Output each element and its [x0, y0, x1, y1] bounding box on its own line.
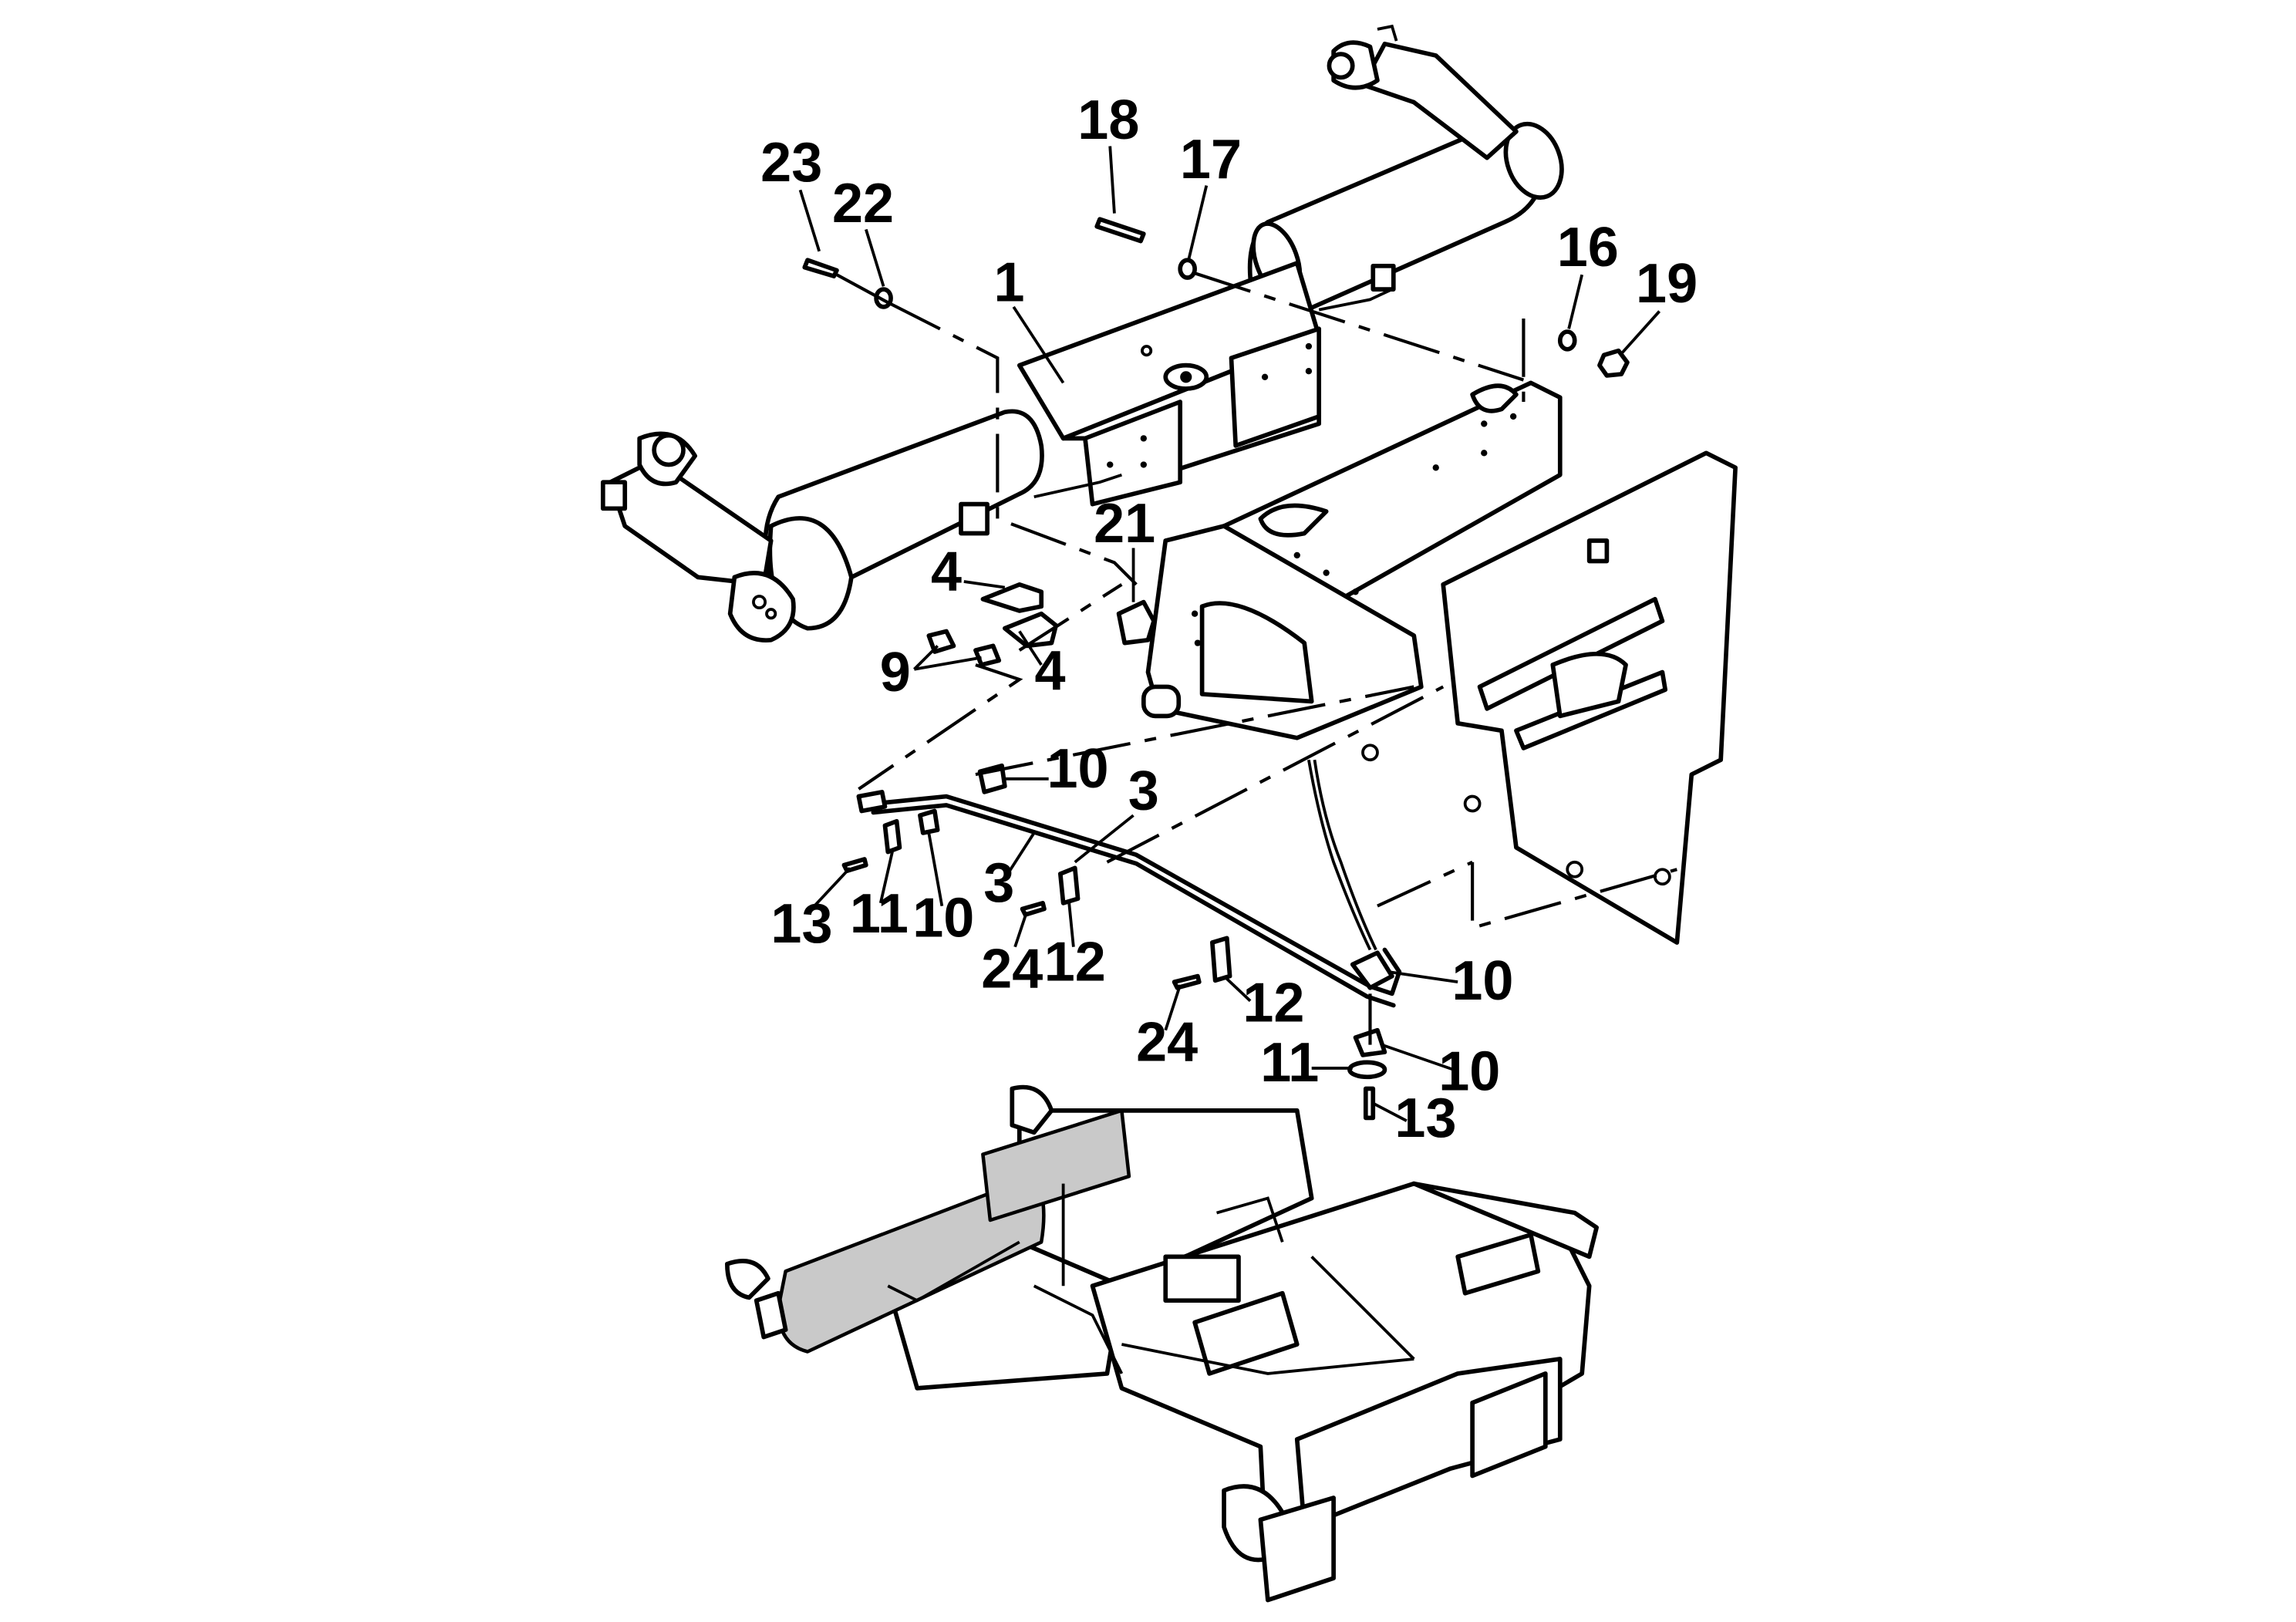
assembly-lines	[835, 271, 1677, 1045]
callout-18: 18	[1077, 89, 1139, 151]
callout-12-left: 12	[1044, 931, 1106, 993]
callout-16: 16	[1557, 217, 1619, 278]
callout-19: 19	[1636, 253, 1698, 315]
chassis-overview-inset	[725, 1084, 1599, 1603]
callout-10-left: 10	[912, 887, 974, 949]
callout-21: 21	[1094, 493, 1155, 555]
callout-24-right: 24	[1136, 1011, 1198, 1073]
callout-3-lower: 3	[983, 852, 1014, 914]
leader-lines	[798, 146, 1661, 1122]
callout-12-right: 12	[1242, 972, 1304, 1034]
hydraulic-hoses	[856, 582, 1402, 1008]
callout-4-upper: 4	[931, 541, 962, 602]
callout-13-right: 13	[1394, 1088, 1456, 1149]
callout-3-upper: 3	[1128, 760, 1159, 822]
callout-22: 22	[832, 173, 894, 234]
callout-4-lower: 4	[1035, 640, 1066, 702]
callout-11-right: 11	[1260, 1032, 1319, 1094]
callout-17: 17	[1180, 129, 1242, 191]
callout-labels: 23 22 18 17 1 16 19 21 4 4 9 10 3 3 13 1…	[760, 89, 1698, 1149]
axle-assembly	[600, 24, 1564, 642]
chassis-plate	[1141, 380, 1738, 945]
callout-10-right-lower: 10	[1438, 1040, 1500, 1102]
callout-11-left: 11	[850, 883, 909, 945]
callout-24-left: 24	[981, 939, 1043, 1000]
callout-9: 9	[880, 642, 911, 703]
callout-13-left: 13	[770, 893, 832, 955]
callout-23: 23	[760, 132, 822, 194]
callout-1: 1	[993, 251, 1024, 313]
callout-10-upper: 10	[1047, 738, 1109, 800]
callout-10-right-upper: 10	[1451, 950, 1513, 1012]
